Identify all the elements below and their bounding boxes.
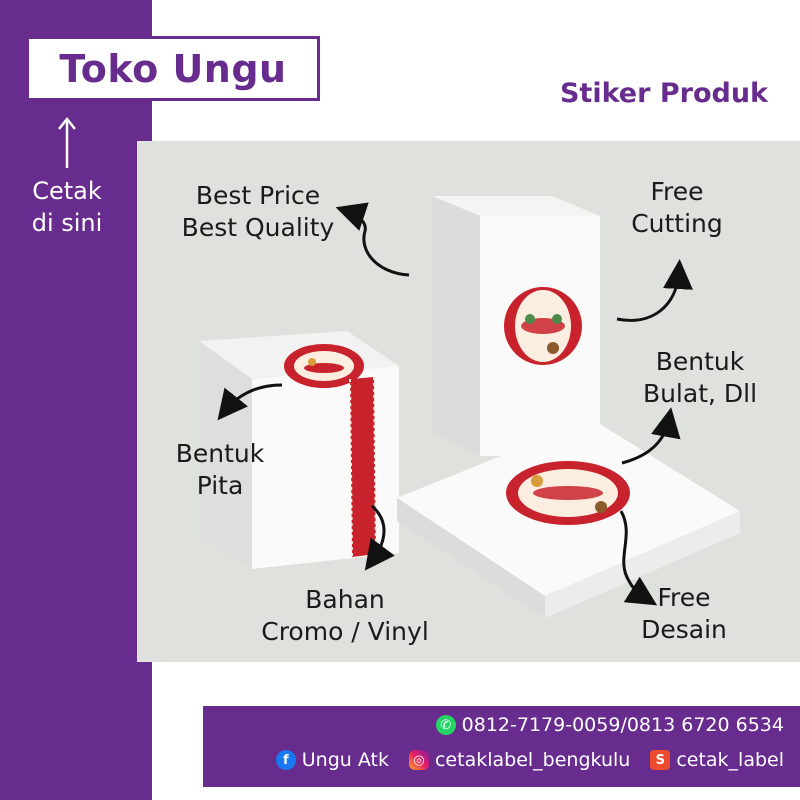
label-bahan-line-2: Cromo / Vinyl [261, 617, 429, 646]
logo: Toko Ungu [26, 36, 320, 101]
sidebar [0, 0, 152, 800]
label-best: Best Price Best Quality [168, 180, 348, 244]
label-pita-line-1: Bentuk [175, 439, 265, 468]
facebook-icon: f [275, 750, 296, 770]
round-sticker-flat [506, 461, 630, 525]
label-cutting: Free Cutting [614, 176, 740, 240]
cta-text: Cetak di sini [8, 175, 126, 239]
ribbon-sticker [284, 344, 377, 558]
arrow-pita [217, 383, 283, 421]
phone-number[interactable]: 0812-7179-0059/0813 6720 6534 [461, 714, 784, 736]
whatsapp-icon: ✆ [435, 715, 456, 735]
contact-footer: ✆ 0812-7179-0059/0813 6720 6534 f Ungu A… [203, 706, 800, 787]
label-desain: Free Desain [625, 582, 743, 646]
arrow-bahan [364, 504, 395, 571]
cta-line-2: di sini [31, 209, 103, 237]
instagram-handle[interactable]: cetaklabel_bengkulu [434, 749, 631, 771]
facebook-handle[interactable]: Ungu Atk [301, 749, 389, 771]
shopee-icon: S [650, 750, 671, 770]
footer-phone-line: ✆ 0812-7179-0059/0813 6720 6534 [435, 714, 784, 736]
label-pita: Bentuk Pita [160, 438, 280, 502]
instagram-icon: ◎ [408, 750, 429, 770]
label-cutting-line-2: Cutting [631, 209, 723, 238]
arrow-cutting [616, 259, 693, 322]
scene-illustration [199, 196, 740, 618]
arrow-bulat [621, 407, 681, 465]
label-desain-line-1: Free [657, 583, 711, 612]
page-subtitle: Stiker Produk [559, 78, 768, 109]
shopee-handle[interactable]: cetak_label [676, 749, 784, 771]
label-cutting-line-1: Free [650, 177, 704, 206]
footer-social-line: f Ungu Atk ◎ cetaklabel_bengkulu S cetak… [275, 749, 784, 771]
label-bahan: Bahan Cromo / Vinyl [245, 584, 445, 648]
label-bahan-line-1: Bahan [305, 585, 385, 614]
round-sticker-tall [504, 287, 582, 365]
label-best-line-2: Best Quality [181, 213, 335, 242]
up-arrow-icon [58, 116, 76, 168]
brand-name: Toko Ungu [59, 46, 287, 91]
arrow-desain [619, 510, 658, 606]
label-bulat-line-2: Bulat, Dll [642, 379, 758, 408]
arrow-best [335, 202, 410, 277]
label-desain-line-2: Desain [641, 615, 727, 644]
label-bulat-line-1: Bentuk [655, 347, 745, 376]
cta-line-1: Cetak [32, 177, 102, 205]
label-pita-line-2: Pita [196, 471, 244, 500]
product-scene [137, 141, 800, 662]
label-bulat: Bentuk Bulat, Dll [622, 346, 778, 410]
label-best-line-1: Best Price [195, 181, 321, 210]
